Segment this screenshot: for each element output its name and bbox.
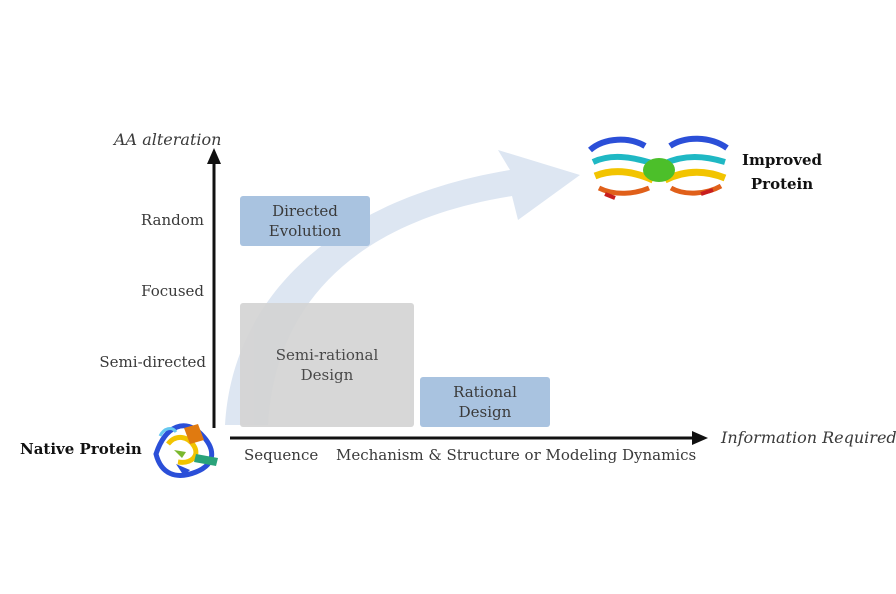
directed-evolution-box: Directed Evolution (240, 196, 370, 246)
native-protein-image (153, 423, 218, 478)
native-protein-label: Native Protein (20, 440, 142, 458)
rational-design-box: Rational Design (420, 377, 550, 427)
improved-protein-line1: Improved (742, 151, 823, 169)
x-axis-arrowhead (692, 431, 708, 445)
semi-rational-line2: Design (300, 366, 354, 384)
x-axis-title: Information Required (721, 428, 896, 447)
directed-evolution-line1: Directed (272, 202, 338, 220)
x-tick-sequence: Sequence (244, 446, 319, 464)
semi-rational-design-box: Semi-rational Design (240, 303, 414, 427)
y-axis-arrowhead (207, 148, 221, 164)
rational-design-line1: Rational (453, 383, 517, 401)
directed-evolution-line2: Evolution (268, 222, 342, 240)
x-tick-dynamics: Dynamics (622, 446, 697, 464)
improved-protein-label: Improved Protein (742, 148, 822, 196)
y-tick-random: Random (140, 211, 204, 229)
improved-protein-line2: Protein (750, 175, 814, 193)
rational-design-line2: Design (458, 403, 512, 421)
y-tick-semi-directed: Semi-directed (99, 353, 206, 371)
x-tick-mechanism: Mechanism & Structure or Modeling (336, 446, 618, 464)
y-axis-title: AA alteration (114, 130, 222, 149)
semi-rational-line1: Semi-rational (275, 346, 379, 364)
y-tick-focused: Focused (141, 282, 204, 300)
improved-protein-image (588, 135, 729, 200)
